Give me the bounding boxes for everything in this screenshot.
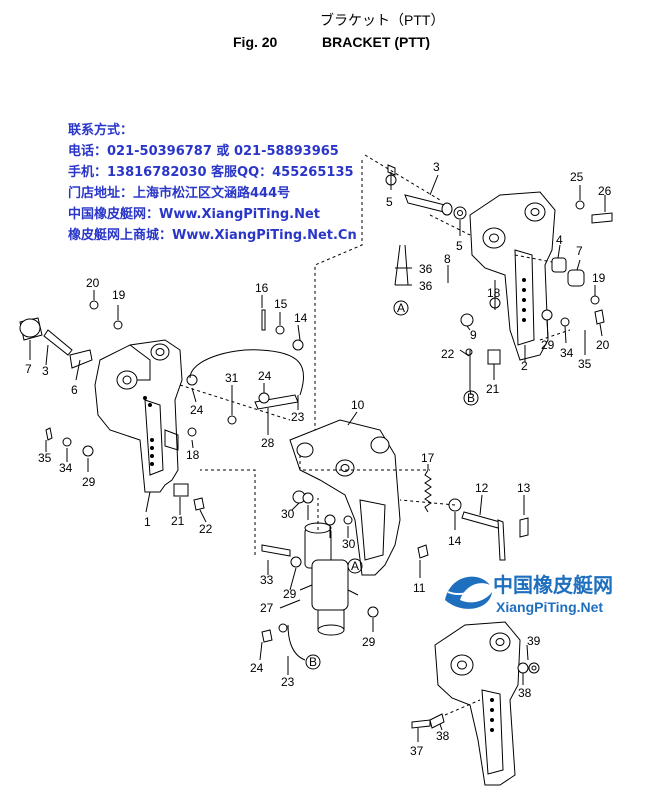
callout-4: 4	[556, 233, 563, 247]
ref-circle-a-top	[393, 300, 409, 316]
callout-10: 10	[351, 398, 365, 412]
callout-30-right: 30	[342, 537, 356, 551]
callout-2: 2	[521, 359, 528, 373]
ref-circle-b-right	[463, 390, 479, 406]
contact-site: 中国橡皮艇网：Www.XiangPiTing.Net	[68, 207, 320, 222]
callout-16: 16	[255, 281, 269, 295]
leader-lines	[29, 172, 606, 742]
callout-29-bottom: 29	[362, 635, 376, 649]
ground-wire-upper	[189, 349, 305, 396]
callout-33: 33	[260, 573, 274, 587]
callout-38-right: 38	[518, 686, 532, 700]
callout-5-top: 5	[386, 195, 393, 209]
callout-38-left: 38	[436, 729, 450, 743]
assembly-lines	[179, 154, 571, 716]
ref-label-a-mid: A	[351, 559, 359, 573]
callout-28: 28	[261, 436, 275, 450]
callout-8: 8	[444, 252, 451, 266]
callout-20-right: 20	[596, 338, 610, 352]
callout-36-top: 36	[419, 262, 433, 276]
callout-37: 37	[410, 744, 424, 758]
callout-13: 13	[517, 481, 531, 495]
callout-12: 12	[475, 481, 489, 495]
callout-24-mid: 24	[258, 369, 272, 383]
lower-bracket-assembly	[434, 621, 521, 786]
callout-34-right: 34	[560, 346, 574, 360]
callout-21-left: 21	[171, 514, 185, 528]
ref-label-b-bottom: B	[309, 655, 317, 669]
callout-26: 26	[598, 184, 612, 198]
shaft-part	[404, 194, 453, 216]
right-upper-bracket-part	[469, 191, 556, 361]
callout-24-bottom: 24	[250, 661, 264, 675]
callout-27: 27	[260, 601, 274, 615]
callout-9: 9	[470, 328, 477, 342]
logo-en-text: XiangPiTing.Net	[496, 599, 603, 615]
callout-18-right: 18	[487, 286, 501, 300]
ground-wire-lower	[287, 624, 306, 661]
callout-34-left: 34	[59, 461, 73, 475]
callout-31: 31	[225, 371, 239, 385]
logo-mark-icon	[445, 576, 492, 609]
contact-shop: 橡皮艇网上商城：Www.XiangPiTing.Net.Cn	[68, 228, 357, 243]
callout-1: 1	[144, 515, 151, 529]
callout-3-left: 3	[42, 364, 49, 378]
callout-15: 15	[274, 297, 288, 311]
callout-23-bottom: 23	[281, 675, 295, 689]
site-logo: 中国橡皮艇网 XiangPiTing.Net	[445, 573, 613, 615]
callout-19-left: 19	[112, 288, 126, 302]
callout-22-right: 22	[441, 347, 455, 361]
contact-phone: 电话：021-50396787 或 021-58893965	[68, 144, 339, 159]
logo-cn-text: 中国橡皮艇网	[493, 573, 613, 597]
callout-5-right: 5	[456, 239, 463, 253]
callout-19-right: 19	[592, 271, 606, 285]
ref-circle-b-bottom	[305, 654, 321, 670]
callout-24-left: 24	[190, 403, 204, 417]
reference-circles	[305, 300, 479, 670]
small-parts	[19, 164, 613, 729]
callout-7-left: 7	[25, 362, 32, 376]
callout-14-top: 14	[294, 311, 308, 325]
callout-23-top: 23	[291, 410, 305, 424]
figure-number: Fig. 20	[233, 34, 278, 50]
contact-mobile: 手机：13816782030 客服QQ：455265135	[68, 165, 354, 180]
contact-heading: 联系方式：	[68, 123, 134, 138]
lead-wires	[394, 244, 409, 286]
contact-address: 门店地址：上海市松江区文涵路444号	[68, 186, 291, 201]
title-japanese: ブラケット（PTT）	[320, 12, 445, 28]
callout-6: 6	[71, 383, 78, 397]
callout-29-left: 29	[82, 475, 96, 489]
callout-35-right: 35	[578, 357, 592, 371]
callout-29-mid: 29	[283, 587, 297, 601]
callout-7-right: 7	[576, 244, 583, 258]
callout-36-bottom: 36	[419, 279, 433, 293]
swivel-bracket-part	[289, 419, 401, 576]
callout-22-left: 22	[199, 522, 213, 536]
callout-25: 25	[570, 170, 584, 184]
ref-circle-a-mid	[347, 558, 363, 574]
callout-29-right: 29	[541, 338, 555, 352]
callout-11: 11	[413, 581, 426, 595]
callout-20-left: 20	[86, 276, 100, 290]
callout-18-left: 18	[186, 448, 200, 462]
callout-21-right: 21	[486, 382, 500, 396]
callout-14-right: 14	[448, 534, 462, 548]
callout-17: 17	[421, 451, 435, 465]
spring-part	[424, 469, 432, 513]
callout-35-left: 35	[38, 451, 52, 465]
ref-label-b-right: B	[467, 391, 475, 405]
callout-39: 39	[527, 634, 541, 648]
ref-label-a-top: A	[397, 301, 405, 315]
callout-30-left: 30	[281, 507, 295, 521]
callout-3-top: 3	[433, 160, 440, 174]
title-english: BRACKET (PTT)	[322, 34, 431, 50]
contact-watermark: 联系方式： 电话：021-50396787 或 021-58893965 手机：…	[68, 120, 357, 246]
left-bracket-part	[94, 339, 183, 493]
